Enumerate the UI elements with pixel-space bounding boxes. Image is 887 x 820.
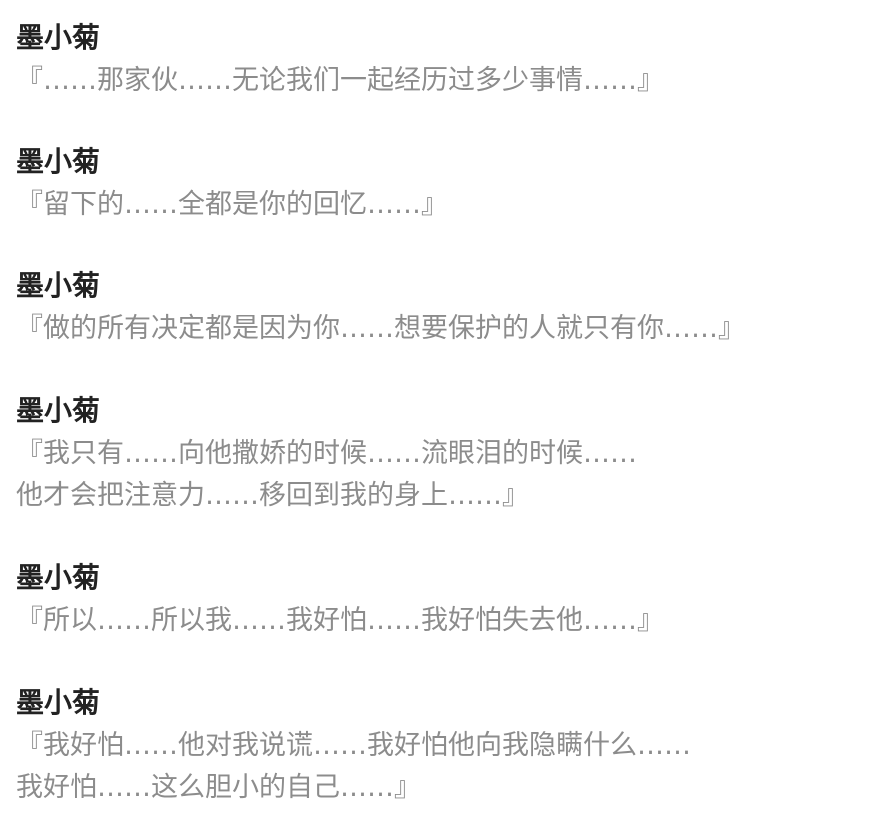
dialogue-line: 『做的所有决定都是因为你……想要保护的人就只有你……』	[16, 313, 745, 344]
speaker-name: 墨小菊	[16, 21, 101, 54]
dialogue-line: 他才会把注意力……移回到我的身上……』	[16, 480, 529, 511]
dialogue-line: 『所以……所以我……我好怕……我好怕失去他……』	[16, 605, 664, 636]
speaker-name: 墨小菊	[16, 394, 101, 427]
dialogue-entry: 墨小菊 『留下的……全都是你的回忆……』	[16, 144, 879, 226]
dialogue-entry: 墨小菊 『……那家伙……无论我们一起经历过多少事情……』	[16, 20, 879, 102]
dialogue-entry: 墨小菊 『我只有……向他撒娇的时候……流眼泪的时候…… 他才会把注意力……移回到…	[16, 393, 879, 517]
dialogue-entry: 墨小菊 『所以……所以我……我好怕……我好怕失去他……』	[16, 560, 879, 642]
speaker-name: 墨小菊	[16, 145, 101, 178]
dialogue-entry: 墨小菊 『我好怕……他对我说谎……我好怕他向我隐瞒什么…… 我好怕……这么胆小的…	[16, 685, 879, 809]
dialogue-line: 『……那家伙……无论我们一起经历过多少事情……』	[16, 65, 664, 96]
speaker-name: 墨小菊	[16, 561, 101, 594]
dialogue-line: 『我只有……向他撒娇的时候……流眼泪的时候……	[16, 438, 637, 469]
speaker-name: 墨小菊	[16, 686, 101, 719]
dialogue-entry: 墨小菊 『做的所有决定都是因为你……想要保护的人就只有你……』	[16, 268, 879, 350]
dialogue-line: 『我好怕……他对我说谎……我好怕他向我隐瞒什么……	[16, 730, 691, 761]
dialogue-line: 我好怕……这么胆小的自己……』	[16, 772, 421, 803]
speaker-name: 墨小菊	[16, 269, 101, 302]
dialogue-line: 『留下的……全都是你的回忆……』	[16, 189, 448, 220]
